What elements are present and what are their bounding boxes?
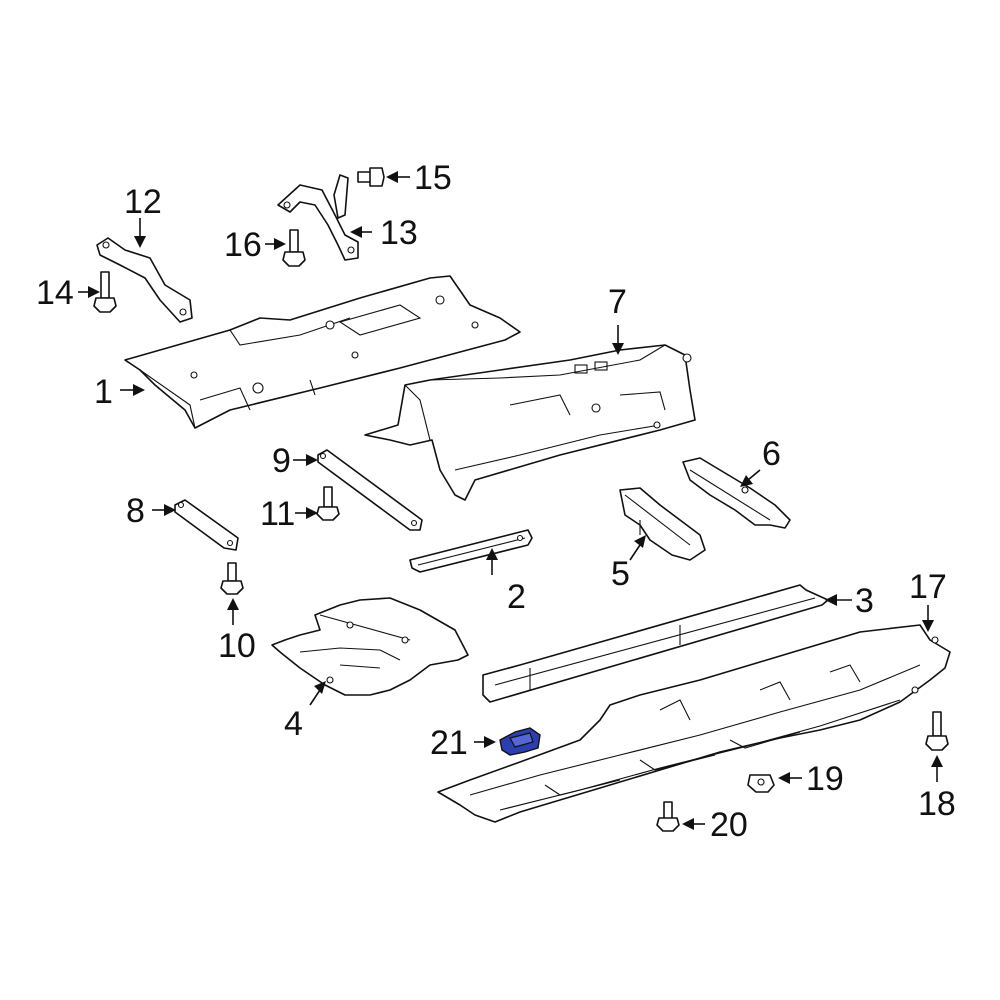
callout-5: 5 <box>611 555 630 593</box>
part-5-bracket[interactable] <box>619 487 706 561</box>
part-18-clip[interactable] <box>925 711 949 751</box>
callout-4: 4 <box>284 705 303 743</box>
callout-14: 14 <box>36 274 74 312</box>
part-13-bracket[interactable] <box>277 174 359 261</box>
callout-3: 3 <box>855 582 874 620</box>
callout-21: 21 <box>430 724 468 762</box>
part-21-highlighted[interactable] <box>499 727 541 756</box>
callout-15: 15 <box>414 159 452 197</box>
callout-16: 16 <box>224 226 262 264</box>
part-14-bolt[interactable] <box>93 271 117 313</box>
callout-10: 10 <box>218 627 256 665</box>
part-11-bolt[interactable] <box>316 486 340 521</box>
callout-2: 2 <box>507 578 526 616</box>
part-17-side-sill[interactable] <box>437 624 951 823</box>
callout-9: 9 <box>272 442 291 480</box>
part-2-rail[interactable] <box>409 529 533 573</box>
callout-19: 19 <box>806 760 844 798</box>
callout-11: 11 <box>260 495 295 533</box>
callout-1: 1 <box>94 373 113 411</box>
part-10-bolt[interactable] <box>220 562 244 595</box>
part-19-nut[interactable] <box>747 774 775 793</box>
part-12-bracket[interactable] <box>96 237 193 323</box>
callout-7: 7 <box>608 283 627 321</box>
part-15-bolt[interactable] <box>357 167 385 187</box>
part-9-strip[interactable] <box>317 449 423 531</box>
part-8-strip[interactable] <box>174 499 239 551</box>
part-16-bolt[interactable] <box>282 229 306 267</box>
callout-8: 8 <box>126 492 145 530</box>
leaders <box>78 171 943 830</box>
callout-12: 12 <box>124 183 162 221</box>
part-20-bolt[interactable] <box>656 801 680 832</box>
part-1-floor-pan[interactable] <box>124 275 521 429</box>
part-7-tunnel[interactable] <box>364 344 696 501</box>
callout-20: 20 <box>710 806 748 844</box>
callout-labels: 1 2 3 4 5 6 7 8 9 10 11 12 13 14 15 16 1… <box>36 159 956 844</box>
callout-6: 6 <box>762 435 781 473</box>
part-4-panel[interactable] <box>271 597 469 696</box>
part-6-bracket[interactable] <box>682 457 791 529</box>
callout-17: 17 <box>909 568 947 606</box>
callout-18: 18 <box>918 785 956 823</box>
callout-13: 13 <box>380 214 418 252</box>
